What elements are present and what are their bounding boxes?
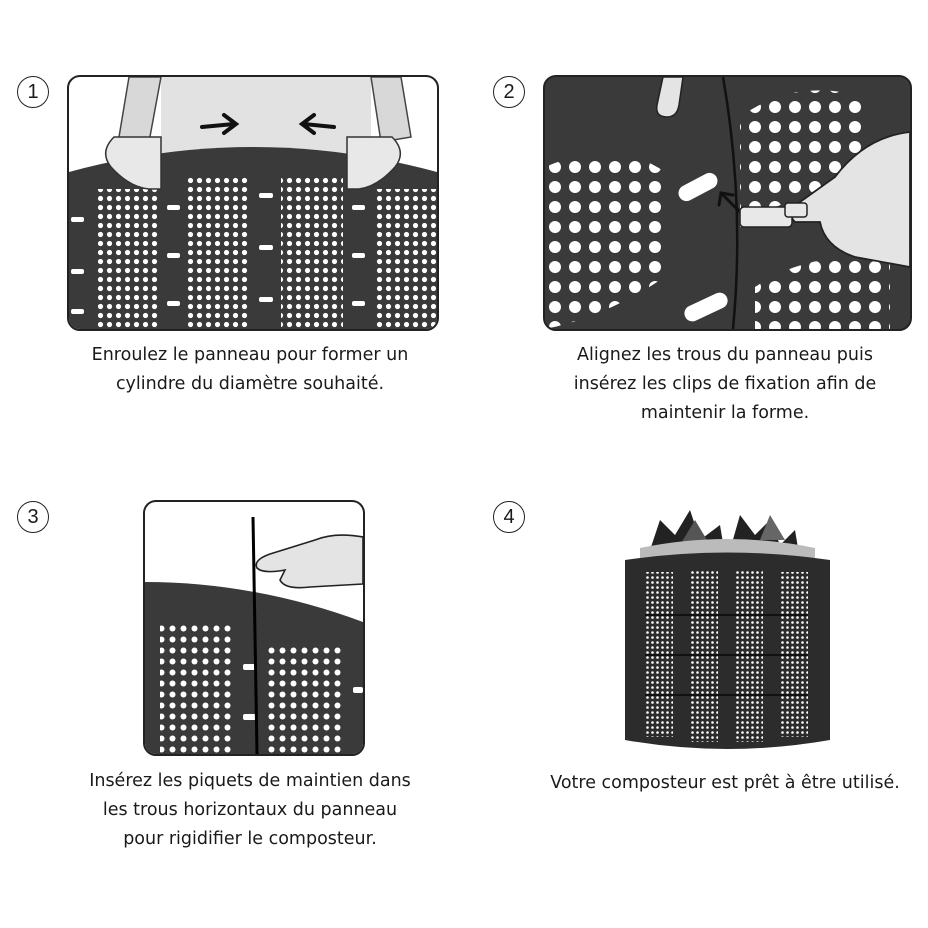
step-4-caption: Votre composteur est prêt à être utilisé…	[515, 769, 928, 798]
step-1-caption: Enroulez le panneau pour former un cylin…	[40, 341, 460, 399]
step-2-caption: Alignez les trous du panneau puis insére…	[515, 341, 928, 428]
arrow-right-icon	[200, 122, 236, 129]
arrow-up-left-icon	[717, 191, 743, 215]
step-3-number: 3	[17, 501, 49, 533]
caption-line: maintenir la forme.	[640, 403, 810, 423]
person-torso	[161, 77, 371, 157]
hand-icon	[346, 136, 401, 190]
step-1-number: 1	[17, 76, 49, 108]
caption-line: insérez les clips de fixation afin de	[573, 374, 877, 394]
step-2-drawing	[545, 77, 910, 329]
hand-icon	[105, 136, 162, 190]
step-1-drawing	[69, 77, 437, 329]
caption-line: Votre composteur est prêt à être utilisé…	[550, 773, 900, 793]
step-2-illustration	[543, 75, 912, 331]
step-1-illustration	[67, 75, 439, 331]
step-3-drawing	[145, 516, 363, 754]
finger-icon	[655, 77, 684, 118]
composter-body	[625, 552, 830, 749]
caption-line: Insérez les piquets de maintien dans	[89, 771, 411, 791]
hand-icon	[255, 534, 363, 589]
caption-line: les trous horizontaux du panneau	[102, 800, 398, 820]
clip-icon	[739, 202, 808, 228]
rolled-panel	[69, 147, 437, 329]
caption-line: pour rigidifier le composteur.	[123, 829, 377, 849]
step-3-illustration	[143, 500, 365, 756]
arrow-left-icon	[302, 122, 336, 129]
stake-icon	[251, 516, 259, 754]
caption-line: cylindre du diamètre souhaité.	[115, 374, 385, 394]
caption-line: Enroulez le panneau pour former un	[91, 345, 409, 365]
step-4-number: 4	[493, 501, 525, 533]
step-4-illustration	[620, 490, 835, 752]
step-2-number: 2	[493, 76, 525, 108]
step-3-caption: Insérez les piquets de maintien dans les…	[40, 767, 460, 854]
caption-line: Alignez les trous du panneau puis	[577, 345, 873, 365]
composter-drawing	[625, 510, 830, 749]
